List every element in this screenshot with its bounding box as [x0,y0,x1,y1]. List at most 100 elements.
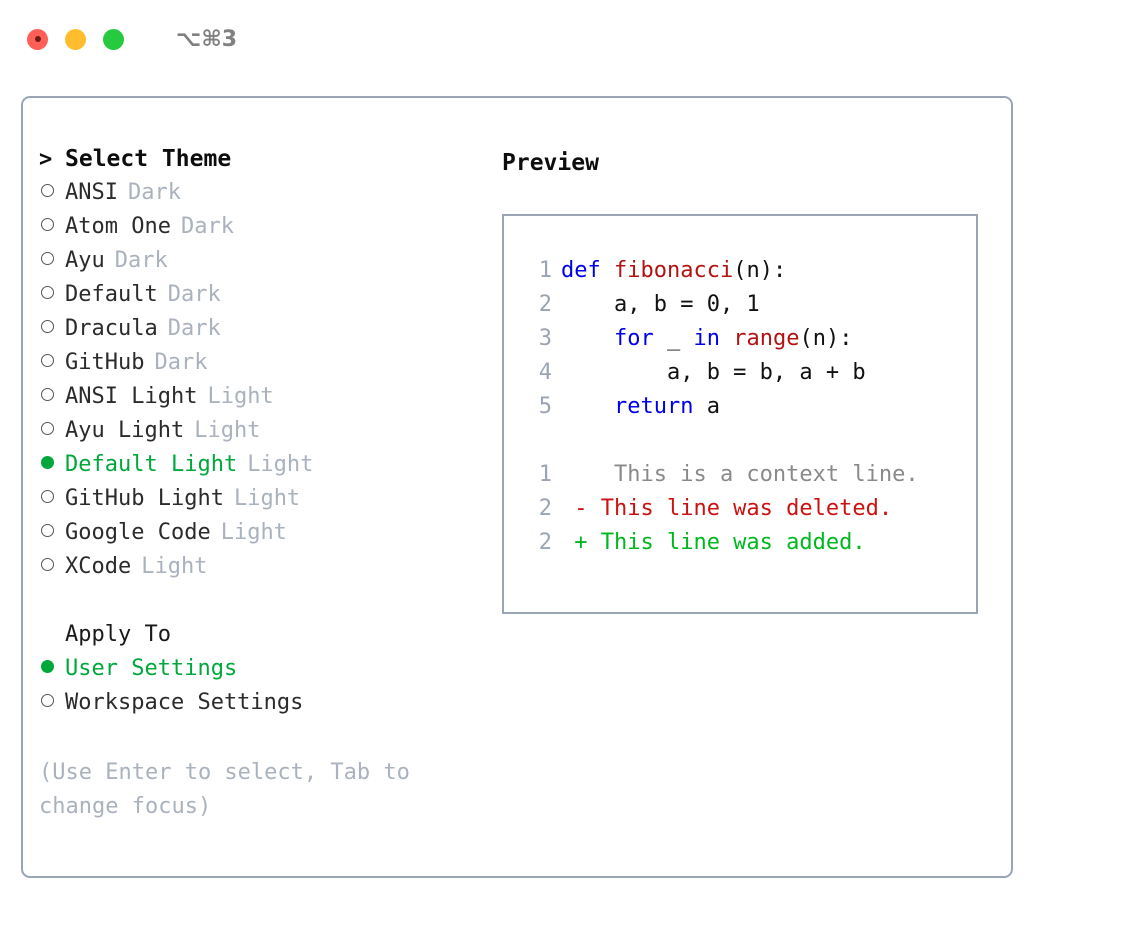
code-token-plain: a, b = 0, 1 [561,292,760,317]
keyboard-hint-text: (Use Enter to select, Tab to change focu… [39,760,424,819]
theme-variant-tag: Light [141,554,208,579]
diff-line-text: + This line was added. [561,530,866,555]
radio-dot-shape [41,558,54,571]
code-token-kw: in [693,326,720,351]
theme-variant-tag: Dark [180,214,234,239]
code-token-kw: return [613,394,694,419]
minimize-window-icon[interactable] [65,28,86,50]
theme-option-10[interactable]: Google Code Light [39,520,489,554]
theme-variant-tag: Light [247,452,314,477]
radio-dot-shape [41,320,54,333]
radio-dot-shape [41,184,54,197]
theme-option-8[interactable]: Default Light Light [39,452,489,486]
diff-line-number: 2 [538,496,552,521]
radio-dot-shape [41,422,54,435]
code-line-number: 1 [538,258,552,283]
apply-to-header: Apply To [39,622,489,656]
radio-dot-shape [41,694,54,707]
preview-title: Preview [502,150,599,176]
diff-line-add: 2 + This line was added. [522,530,976,564]
apply-to-option-label: User Settings [65,656,238,681]
keyboard-shortcut-label: ⌥⌘3 [176,26,238,52]
code-line: 3 for _ in range(n): [522,326,976,360]
radio-dot-shape [41,354,54,367]
theme-option-6[interactable]: ANSI Light Light [39,384,489,418]
maximize-window-icon[interactable] [103,28,124,50]
theme-option-label: GitHub [65,350,145,375]
window-titlebar: ⌥⌘3 [0,0,1140,78]
diff-line-number: 1 [538,462,552,487]
code-line-number: 2 [538,292,552,317]
theme-variant-tag: Light [207,384,274,409]
theme-option-label: Google Code [65,520,211,545]
theme-option-label: Ayu Light [65,418,185,443]
code-token-fn: fibonacci [613,258,734,283]
code-token-plain: (n): [799,326,853,351]
theme-option-label: GitHub Light [65,486,224,511]
code-diff-separator [522,428,976,462]
radio-dot-shape [41,388,54,401]
code-line-number: 3 [538,326,552,351]
theme-option-2[interactable]: Ayu Dark [39,248,489,282]
code-line-text: return a [561,394,720,419]
radio-dot-shape [41,490,54,503]
code-token-plain: _ [653,326,694,351]
code-token-plain: a [693,394,720,419]
diff-line-number: 2 [538,530,552,555]
theme-variant-tag: Light [220,520,287,545]
code-line: 2 a, b = 0, 1 [522,292,976,326]
theme-option-label: Ayu [65,248,105,273]
code-line-number: 5 [538,394,552,419]
radio-dot-shape [41,456,54,469]
code-token-plain [561,394,614,419]
code-token-kw: def [561,258,614,283]
code-line: 1 def fibonacci(n): [522,258,976,292]
apply-to-option-label: Workspace Settings [65,690,304,715]
code-line-text: for _ in range(n): [561,326,852,351]
code-line: 4 a, b = b, a + b [522,360,976,394]
theme-option-3[interactable]: Default Dark [39,282,489,316]
code-line: 5 return a [522,394,976,428]
theme-variant-tag: Dark [167,282,221,307]
theme-option-label: Atom One [65,214,171,239]
diff-line-text: - This line was deleted. [561,496,893,521]
apply-to-option-0[interactable]: User Settings [39,656,489,690]
apply-to-option-1[interactable]: Workspace Settings [39,690,489,724]
select-theme-header: > Select Theme [39,146,489,180]
code-token-kw: for [613,326,654,351]
code-token-plain: (n): [733,258,787,283]
theme-option-label: Default Light [65,452,238,477]
code-line-number: 4 [538,360,552,385]
theme-option-1[interactable]: Atom One Dark [39,214,489,248]
theme-variant-tag: Light [194,418,261,443]
theme-option-7[interactable]: Ayu Light Light [39,418,489,452]
code-token-plain [561,326,614,351]
close-window-icon[interactable] [27,28,48,50]
theme-option-label: ANSI Light [65,384,198,409]
code-line-text: a, b = b, a + b [561,360,866,385]
theme-option-label: Default [65,282,158,307]
diff-line-text: This is a context line. [561,462,919,487]
code-line-text: a, b = 0, 1 [561,292,760,317]
select-theme-title: Select Theme [65,146,232,172]
radio-dot-shape [41,524,54,537]
radio-dot-shape [41,660,54,673]
list-spacer [39,588,489,622]
diff-line-del: 2 - This line was deleted. [522,496,976,530]
radio-dot-shape [41,218,54,231]
traffic-light-buttons [27,28,124,50]
code-token-fn: range [733,326,800,351]
theme-variant-tag: Dark [114,248,168,273]
code-token-plain [720,326,733,351]
